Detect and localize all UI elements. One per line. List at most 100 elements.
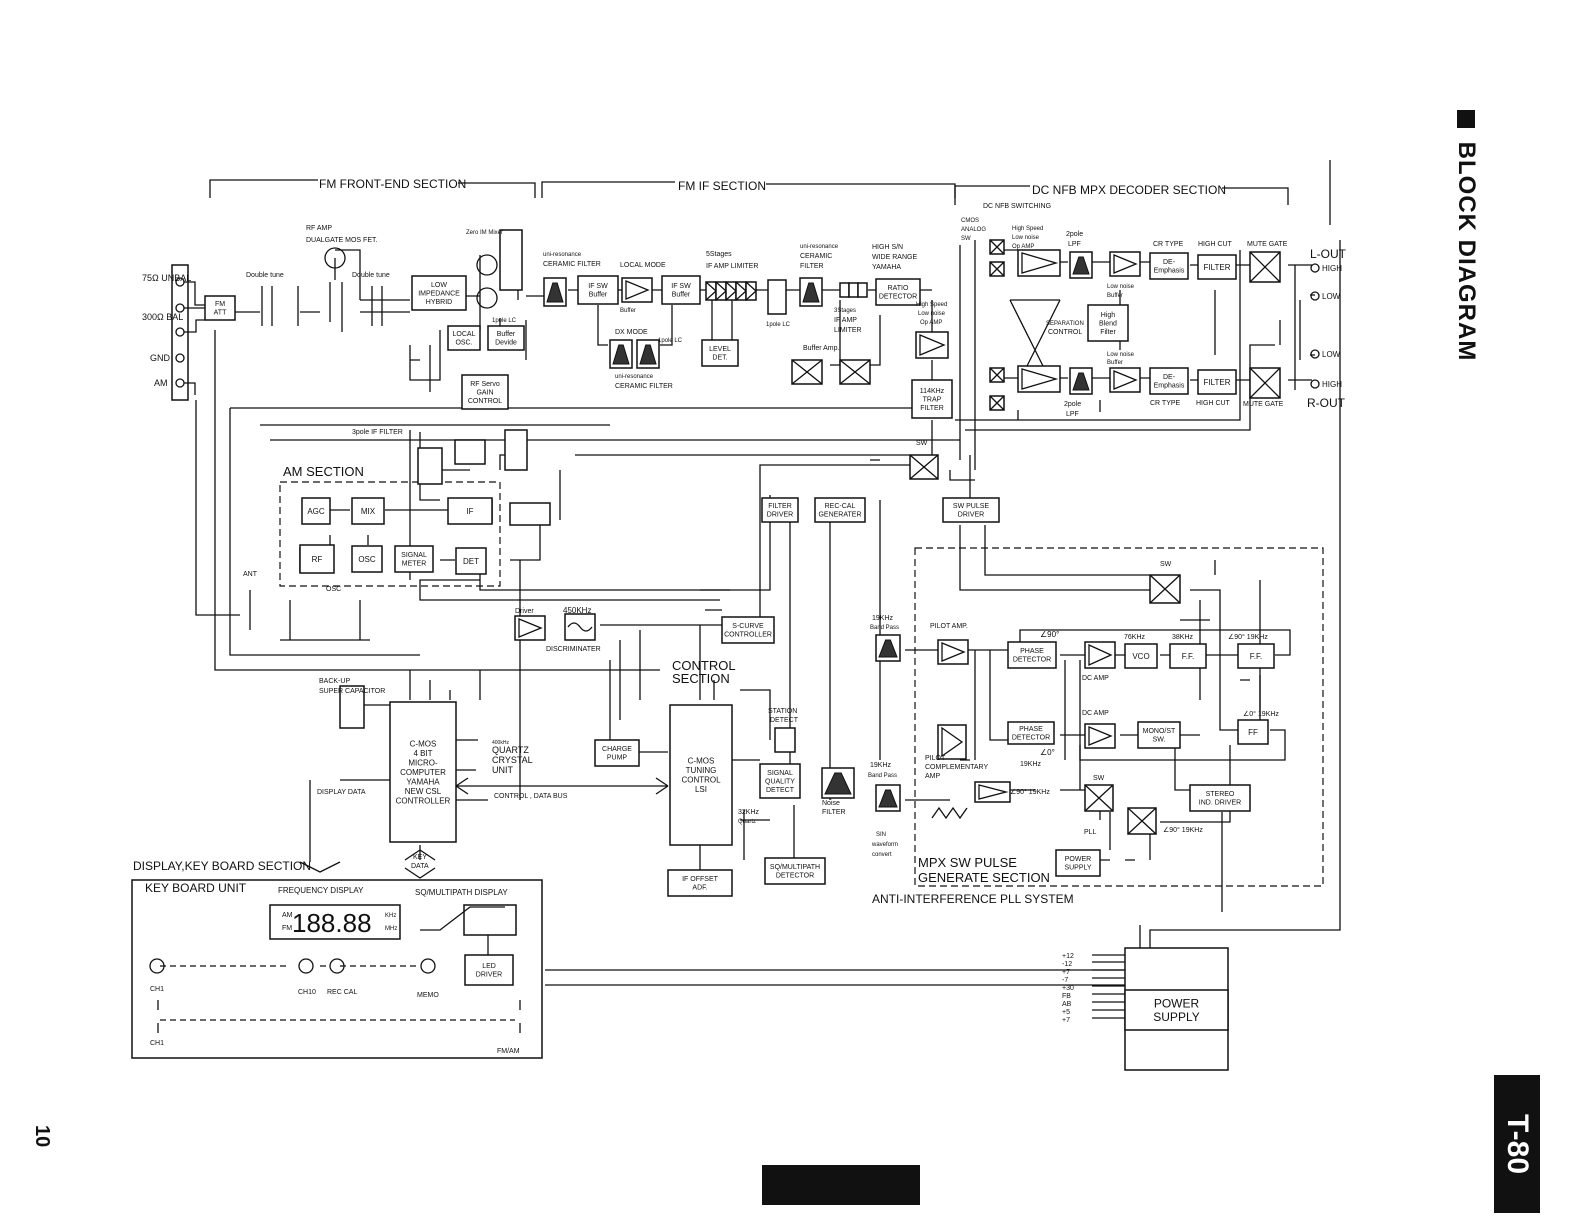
filter-curve-icon xyxy=(639,344,657,365)
label-bp2-b: Band Pass xyxy=(868,773,897,779)
block-label: FILTER xyxy=(920,405,944,412)
block-frame xyxy=(299,544,335,574)
label-pilot-amp: PILOT AMP. xyxy=(930,623,968,630)
label-ant: ANT xyxy=(243,571,258,578)
block-label: RF xyxy=(312,555,323,564)
label-lnb-1b: Buffer xyxy=(1107,293,1123,299)
label-key-data-b: DATA xyxy=(411,863,429,870)
label-three-pole-if: 3pole IF FILTER xyxy=(352,429,403,436)
label-hs2-c: Op AMP xyxy=(1012,244,1034,250)
label-key-data-a: KEY xyxy=(413,854,427,861)
block-label: C-MOS xyxy=(410,739,437,748)
component-box xyxy=(269,904,401,940)
block-label: SUPPLY xyxy=(1153,1010,1199,1024)
label-station-b: DETECT xyxy=(770,717,799,724)
block-frame xyxy=(669,704,733,846)
block-label: RF Servo xyxy=(470,381,500,388)
limiter-stage-icon xyxy=(735,281,747,301)
block-label: Filter xyxy=(1100,329,1116,336)
block-label: MONO/ST xyxy=(1143,728,1176,735)
anti-interference-title: ANTI-INTERFERENCE PLL SYSTEM xyxy=(872,892,1074,906)
label-450k: 450KHz xyxy=(563,606,591,615)
input-am-label: AM xyxy=(154,378,168,388)
block-frame xyxy=(911,379,953,419)
block-frame xyxy=(204,295,236,321)
block-frame xyxy=(461,374,509,410)
block-label: FILTER xyxy=(1204,378,1231,387)
block-frame xyxy=(464,954,514,986)
block-label: CONTROL xyxy=(681,776,721,785)
block-frame xyxy=(721,616,775,644)
label-76k: 76KHz xyxy=(1124,634,1146,641)
label-pilot-comp-a: PILOT xyxy=(925,755,946,762)
block-frame xyxy=(701,339,739,367)
label-one-pole-lc-1: 1pole LC xyxy=(492,318,517,324)
component-box xyxy=(463,904,517,936)
fm-front-end-title: FM FRONT-END SECTION xyxy=(319,177,466,191)
input-gnd-label: GND xyxy=(150,353,171,363)
label-two-pole-lpf-b: LPF xyxy=(1068,241,1081,248)
switch-cross-icon xyxy=(1127,807,1157,835)
block-mix: MIX xyxy=(351,497,385,525)
label-hs-op-a: High Speed xyxy=(916,302,947,308)
component-box xyxy=(454,439,486,465)
label-three-stages-b: IF AMP xyxy=(834,317,857,324)
label-angle90-19k-c: ∠90° 19KHz xyxy=(1163,826,1203,834)
label-hs2-b: Low noise xyxy=(1012,235,1040,241)
label-dc-amp-1: DC AMP xyxy=(1082,675,1109,682)
filter-curve-icon xyxy=(824,772,852,795)
block-frame xyxy=(1137,721,1181,749)
block-label: DRIVER xyxy=(767,512,793,519)
power-rail-label: -7 xyxy=(1062,977,1068,984)
block-frame xyxy=(1189,784,1251,812)
limiter-stage-icon xyxy=(715,281,727,301)
label-seg-mhz: MHz xyxy=(385,926,397,932)
block-label: FILTER xyxy=(768,503,792,510)
block-label: PHASE xyxy=(1020,648,1044,655)
block-label: Devide xyxy=(495,340,517,347)
l-high-jack-icon xyxy=(1310,263,1320,273)
amplifier-box xyxy=(974,781,1011,803)
block-label: QUALITY xyxy=(765,778,795,785)
switch-cross-icon xyxy=(989,261,1005,277)
block-frame xyxy=(1124,989,1229,1031)
label-angle90-19k: ∠90° 19KHz xyxy=(1228,633,1268,641)
block-label: Emphasis xyxy=(1154,383,1185,390)
component-box xyxy=(504,429,528,471)
label-rf-amp: RF AMP xyxy=(306,225,332,232)
backup-capacitor-icon xyxy=(339,685,365,729)
block-frame xyxy=(447,497,493,525)
input-300-label: 300Ω BAL xyxy=(142,312,183,322)
label-noise-a: Noise xyxy=(822,800,840,807)
block-label: SQ/MULTIPATH xyxy=(770,864,820,871)
block-ff-19k: F.F. xyxy=(1237,643,1275,669)
block-label: DETECTOR xyxy=(776,873,814,880)
block-label: C-MOS xyxy=(688,757,715,766)
block-frame xyxy=(455,547,487,575)
block-label: CHARGE xyxy=(602,746,632,753)
block-label: PHASE xyxy=(1019,726,1043,733)
sine-wave-icon xyxy=(567,622,593,632)
pll-section-frame xyxy=(914,547,1324,887)
r-high-label: HIGH xyxy=(1322,380,1342,389)
control-data-bus-arrow xyxy=(455,777,669,795)
r-out-label: R-OUT xyxy=(1307,396,1346,410)
label-two-pole-lpf-a: 2pole xyxy=(1066,231,1083,238)
block-label: 4 BIT xyxy=(413,749,432,758)
block-label: DET xyxy=(463,557,479,566)
block-label: Buffer xyxy=(672,292,691,299)
label-hs-op-c: Op AMP xyxy=(920,320,942,326)
power-rail-label: +5 xyxy=(1062,1009,1070,1016)
